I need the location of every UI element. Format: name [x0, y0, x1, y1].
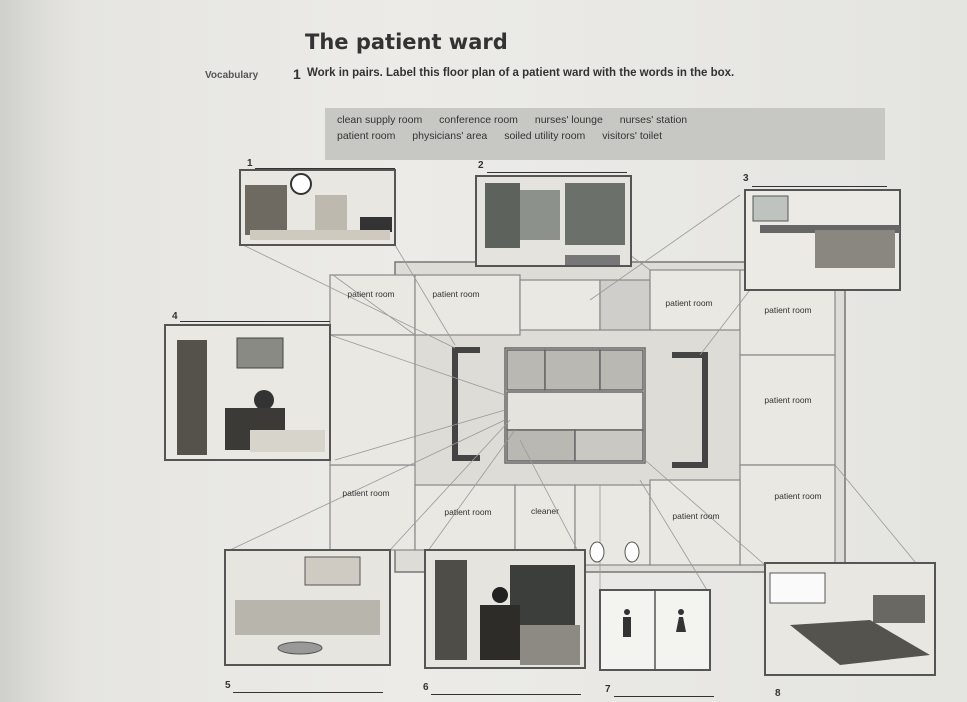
illustration-panels: [164, 169, 936, 676]
corridor-brackets: [452, 347, 708, 468]
label-patient-room-top-left: patient room: [347, 289, 395, 299]
page-title: The patient ward: [305, 30, 508, 54]
answer-blank-7[interactable]: [614, 696, 714, 697]
label-patient-room-top-right2: patient room: [764, 305, 812, 315]
room-top-corridor: [519, 279, 601, 331]
label-cleaner: cleaner: [531, 506, 559, 516]
answer-number-5: 5: [225, 680, 231, 691]
toilet-fixtures: [589, 541, 640, 563]
label-patient-room-bottom-right1: patient room: [672, 511, 720, 521]
callout-lines: [229, 194, 931, 596]
answer-number-3: 3: [743, 173, 749, 184]
word-box-line-1: clean supply room conference room nurses…: [337, 114, 701, 126]
room-cleaner: [514, 484, 576, 551]
word-visitors-toilet: visitors' toilet: [602, 130, 663, 142]
room-bottom-right1: [649, 479, 741, 566]
answer-blank-3[interactable]: [752, 186, 887, 187]
word-patient-room: patient room: [337, 130, 396, 142]
word-conference-room: conference room: [439, 114, 518, 126]
answer-blank-4[interactable]: [180, 321, 330, 322]
word-nurses-station: nurses' station: [619, 114, 688, 126]
label-patient-room-bottom-right2: patient room: [774, 491, 822, 501]
word-physicians-area: physicians' area: [412, 130, 488, 142]
word-box: clean supply room conference room nurses…: [325, 108, 885, 160]
room-bottom-right2: [739, 464, 836, 566]
answer-blank-5[interactable]: [233, 692, 383, 693]
vocabulary-tag: Vocabulary: [205, 70, 259, 81]
answer-number-2: 2: [478, 160, 484, 171]
room-right-mid: [739, 354, 836, 466]
word-box-line-2: patient room physicians' area soiled uti…: [337, 130, 676, 142]
label-patient-room-right-mid: patient room: [764, 395, 812, 405]
answer-blank-1[interactable]: [255, 168, 395, 169]
exercise-number: 1: [293, 66, 301, 82]
word-soiled-utility-room: soiled utility room: [504, 130, 586, 142]
label-patient-room-bottom-left: patient room: [342, 488, 390, 498]
answer-number-8: 8: [775, 688, 781, 699]
room-top-mid: [414, 274, 521, 336]
label-patient-room-bottom-mid: patient room: [444, 507, 492, 517]
label-patient-room-top-right1: patient room: [665, 298, 713, 308]
answer-number-6: 6: [423, 682, 429, 693]
room-left-mid: [329, 334, 416, 466]
room-top-small: [599, 279, 651, 331]
answer-blank-2[interactable]: [487, 172, 627, 173]
answer-blank-6[interactable]: [431, 694, 581, 695]
label-patient-room-top-mid: patient room: [432, 289, 480, 299]
exercise-instruction: Work in pairs. Label this floor plan of …: [307, 67, 735, 79]
word-nurses-lounge: nurses' lounge: [534, 114, 603, 126]
answer-number-1: 1: [247, 158, 253, 169]
word-clean-supply-room: clean supply room: [337, 114, 423, 126]
room-bottom-mid: [414, 484, 516, 551]
central-station: [504, 347, 646, 464]
answer-number-4: 4: [172, 311, 178, 322]
answer-number-7: 7: [605, 684, 611, 695]
